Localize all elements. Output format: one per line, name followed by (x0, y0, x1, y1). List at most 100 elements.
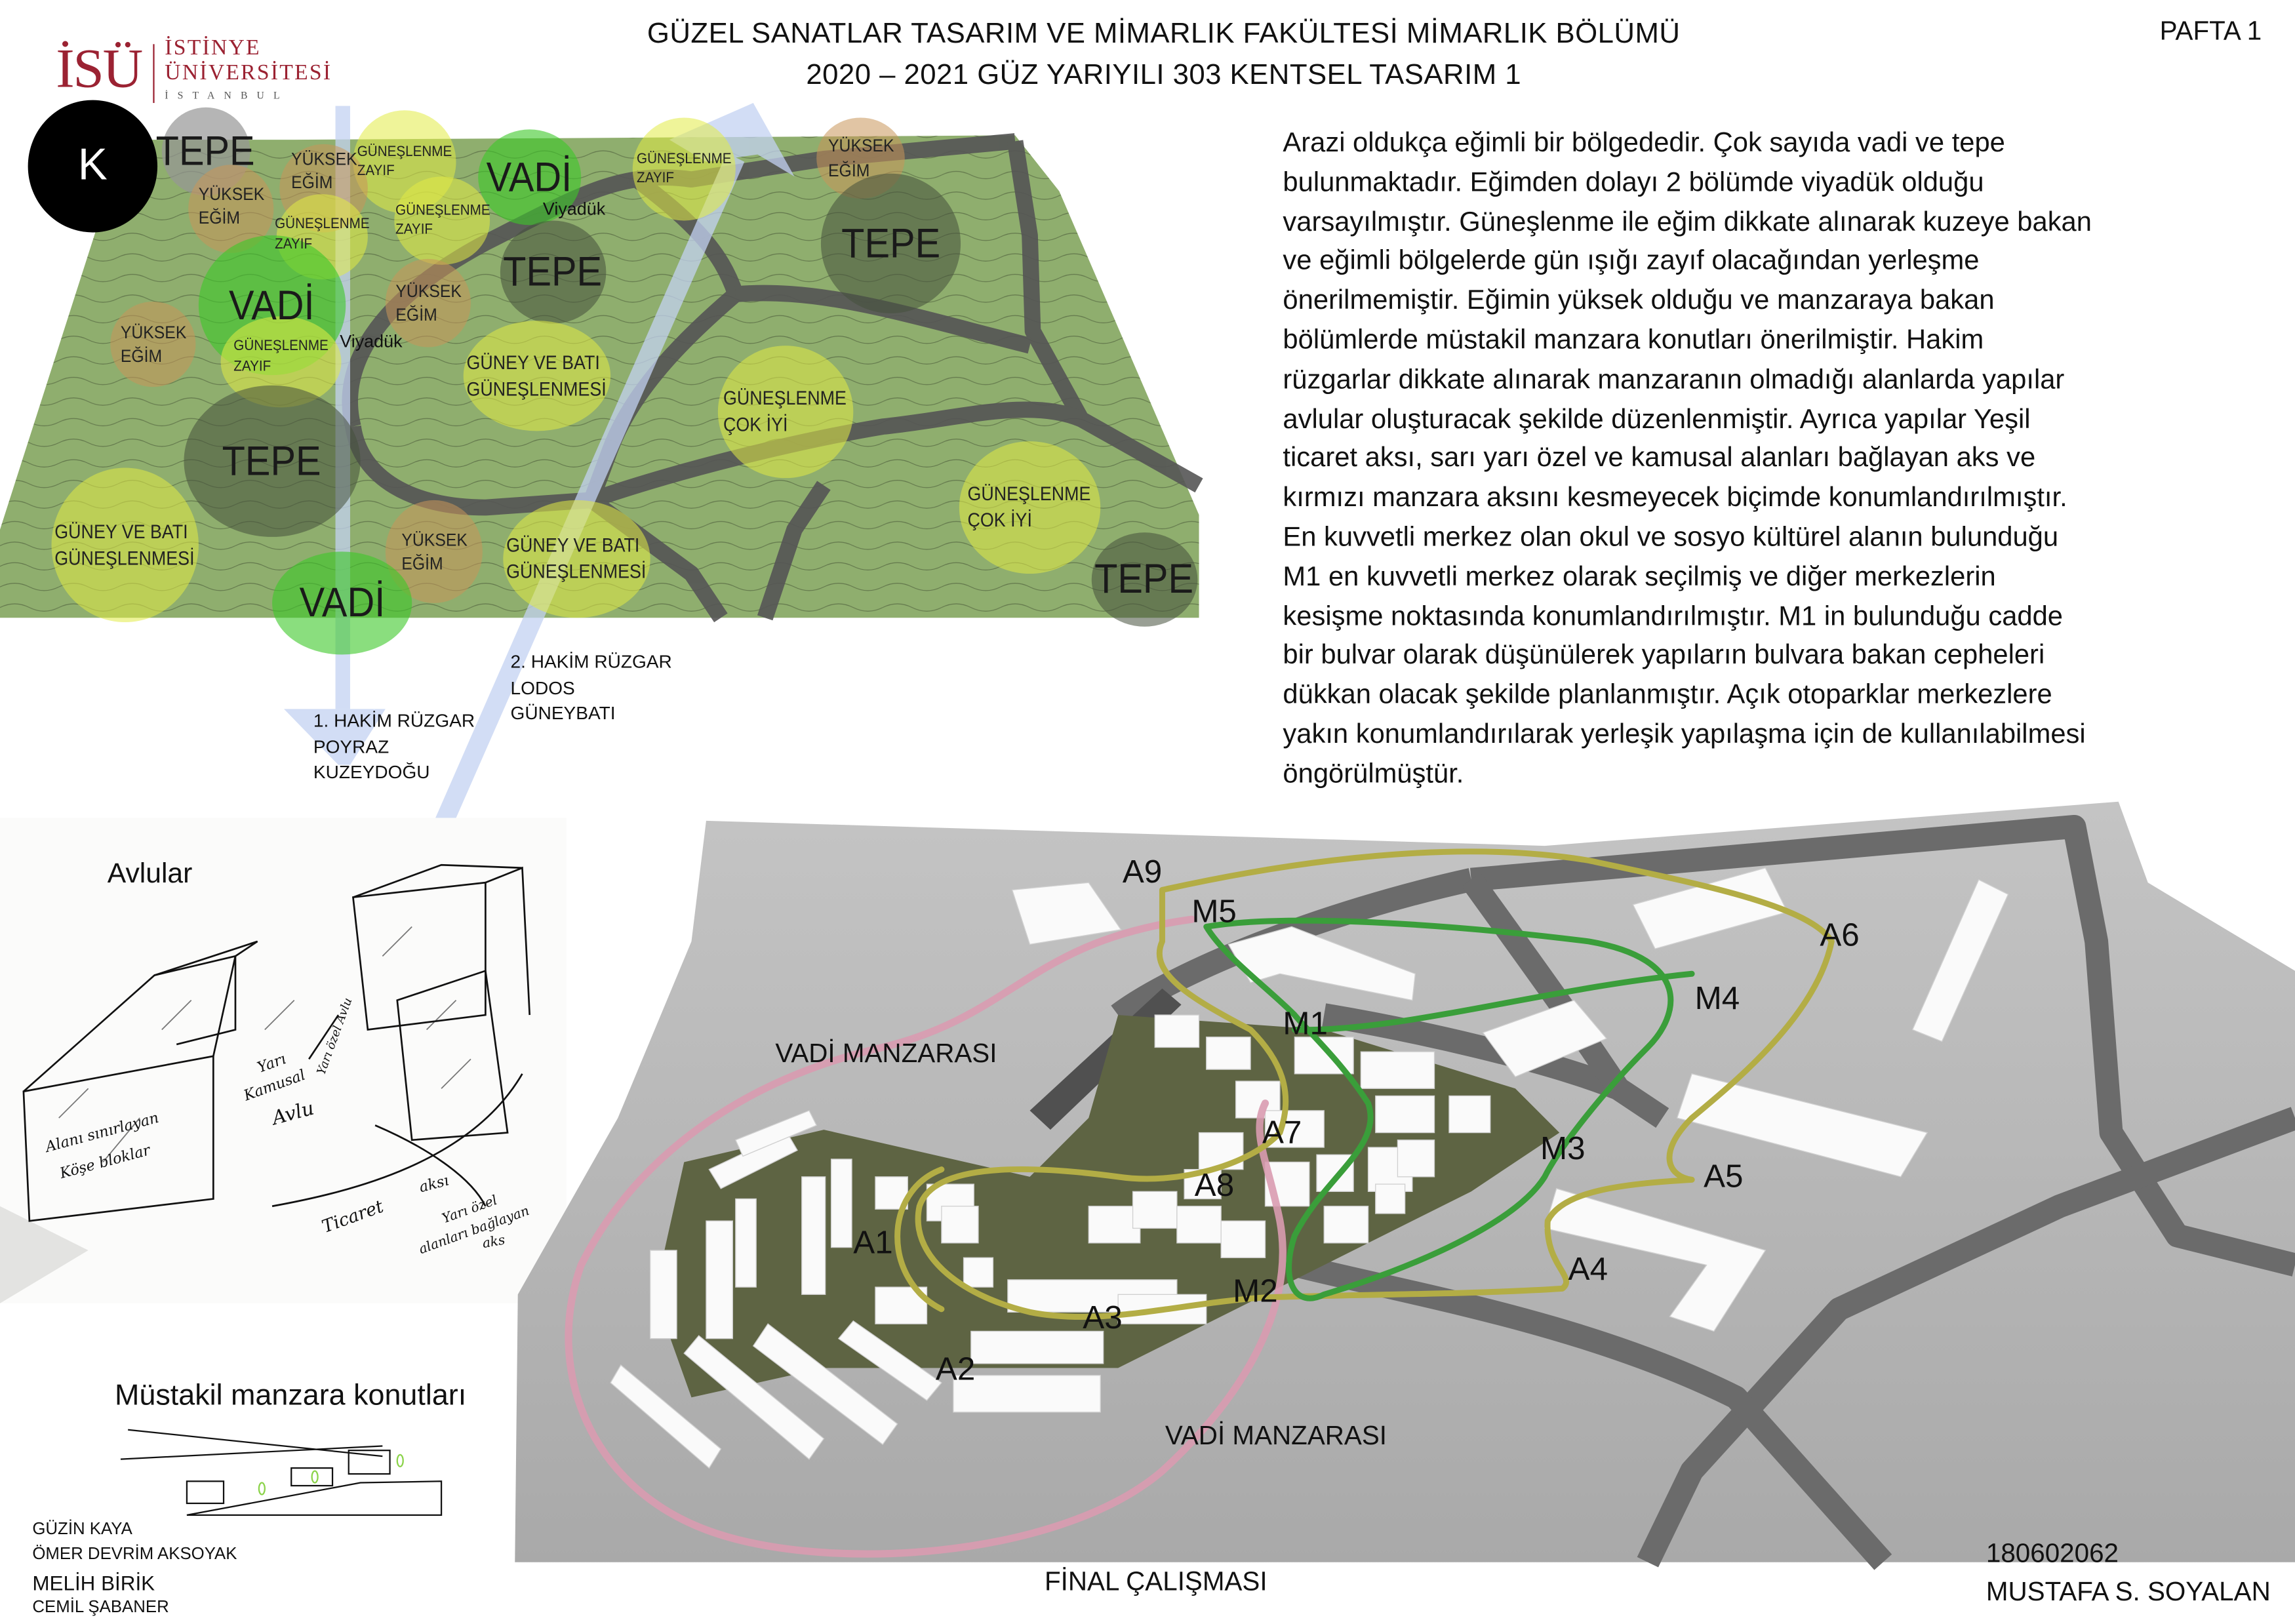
zone-tepe: TEPE (184, 385, 361, 537)
team-member: ÖMER DEVRİM AKSOYAK (32, 1546, 237, 1564)
zone-label: YÜKSEK EĞİM (828, 136, 894, 180)
wind-arrow-lodos (435, 153, 745, 818)
title-line-2: 2020 – 2021 GÜZ YARIYILI 303 KENTSEL TAS… (806, 58, 1521, 92)
viaduct-label: Viyadük (340, 330, 403, 352)
description-line: yakın konumlandırılarak yerleşik yapılaş… (1283, 717, 2086, 749)
zone-tepe: TEPE (500, 220, 607, 324)
zone-guney-bati: GÜNEY VE BATI GÜNEŞLENMESİ (51, 467, 199, 623)
zone-label: VADİ (229, 281, 315, 328)
label-m4: M4 (1694, 980, 1740, 1017)
description-line: ticaret aksı, sarı yarı özel ve kamusal … (1283, 441, 2036, 473)
zone-label: YÜKSEK EĞİM (401, 529, 468, 574)
section-title: Müstakil manzara konutları (115, 1379, 467, 1412)
student-id: 180602062 (1986, 1538, 2119, 1568)
description-line: avlular oluşturacak şekilde düzenlenmişt… (1283, 402, 2031, 433)
label-a9: A9 (1122, 853, 1163, 890)
view-label-valley-bottom: VADİ MANZARASI (1165, 1421, 1387, 1451)
zone-gunes-cok-iyi: GÜNEŞLENME ÇOK İYİ (959, 441, 1101, 574)
zone-label: GÜNEŞLENME ÇOK İYİ (968, 483, 1092, 531)
description-line: bulunmaktadır. Eğimden dolayı 2 bölümde … (1283, 166, 1984, 197)
zone-gunes-zayif: GÜNEŞLENME ZAYIF (394, 176, 490, 265)
zone-gunes-zayif: GÜNEŞLENME ZAYIF (632, 117, 736, 221)
label-a5: A5 (1704, 1157, 1744, 1195)
zone-label: YÜKSEK EĞİM (290, 148, 357, 193)
label-a1: A1 (853, 1223, 893, 1261)
description-line: öngörülmüştür. (1283, 757, 1464, 789)
description-line: rüzgarlar dikkate alınarak manzaranın ol… (1283, 363, 2065, 394)
wind-arrow-poyraz-head (284, 709, 386, 765)
logo-city: İSTANBUL (165, 89, 289, 102)
description-line: Arazi oldukça eğimli bir bölgededir. Çok… (1283, 126, 2005, 158)
label-a7: A7 (1262, 1113, 1302, 1151)
label-m3: M3 (1540, 1130, 1586, 1167)
description-line: En kuvvetli merkez olan okul ve sosyo kü… (1283, 521, 2059, 552)
description-line: kırmızı manzara aksını kesmeyecek biçimd… (1283, 481, 2067, 513)
wind-label-poyraz: 1. HAKİM RÜZGAR POYRAZ KUZEYDOĞU (313, 710, 475, 783)
label-a4: A4 (1568, 1250, 1608, 1288)
description-line: M1 en kuvvetli merkez olarak seçilmiş ve… (1283, 560, 1996, 591)
logo-divider (153, 44, 155, 104)
zone-label: GÜNEŞLENME ZAYIF (357, 143, 452, 180)
zone-label: GÜNEŞLENME ZAYIF (394, 202, 490, 239)
label-a2: A2 (935, 1350, 976, 1387)
zone-label: VADİ (487, 153, 573, 200)
team-member: CEMİL ŞABANER (32, 1598, 169, 1617)
description-line: ve eğimli bölgelerde gün ışığı zayıf ola… (1283, 245, 1980, 276)
label-m1: M1 (1283, 1004, 1328, 1042)
zone-label: TEPE (222, 437, 322, 484)
zone-label: GÜNEŞLENME ZAYIF (275, 216, 370, 252)
sketch-title: Avlular (107, 859, 193, 890)
axis-loops (565, 848, 1835, 1558)
zone-guney-bati: GÜNEY VE BATI GÜNEŞLENMESİ (463, 321, 611, 431)
zone-label: GÜNEY VE BATI GÜNEŞLENMESİ (55, 521, 195, 569)
zone-label: YÜKSEK EĞİM (197, 184, 264, 229)
model-buildings (610, 867, 2009, 1469)
label-m2: M2 (1233, 1272, 1278, 1309)
logo-line-2: ÜNİVERSİTESİ (165, 62, 332, 86)
zone-vadi: VADİ (272, 551, 412, 655)
north-compass-icon: K (28, 100, 158, 233)
wind-label-lodos: 2. HAKİM RÜZGAR LODOS GÜNEYBATI (510, 651, 672, 724)
section-drawing (120, 1429, 443, 1516)
zone-tepe: TEPE (820, 173, 961, 313)
logo-line-1: İSTİNYE (165, 37, 261, 60)
description-line: dükkan olacak şekilde planlanmıştır. Açı… (1283, 678, 2052, 709)
zone-tepe: TEPE (1091, 532, 1198, 627)
zone-label: TEPE (841, 220, 940, 266)
commerce-axis-green (1203, 917, 1674, 1301)
site-model (515, 801, 2295, 1570)
courtyard-sketch (0, 818, 567, 1303)
zone-gunes-cok-iyi: GÜNEŞLENME ÇOK İYİ (717, 346, 854, 479)
team-member: GÜZİN KAYA (32, 1520, 132, 1539)
team-member: MELİH BİRİK (32, 1571, 155, 1595)
label-a6: A6 (1820, 916, 1860, 953)
zone-label: GÜNEŞLENME ZAYIF (233, 338, 329, 374)
viaduct-label: Viyadük (542, 198, 606, 220)
zone-label: TEPE (504, 248, 603, 294)
label-a8: A8 (1194, 1166, 1235, 1204)
zone-label: GÜNEY VE BATI GÜNEŞLENMESİ (506, 534, 647, 583)
zone-label: GÜNEY VE BATI GÜNEŞLENMESİ (467, 351, 607, 400)
student-name: MUSTAFA S. SOYALAN (1986, 1577, 2271, 1607)
description-paragraph: Arazi oldukça eğimli bir bölgededir. Çok… (1283, 123, 2092, 793)
zone-label: GÜNEŞLENME ZAYIF (637, 150, 732, 187)
zone-label: TEPE (156, 128, 256, 174)
zone-label: YÜKSEK EĞİM (120, 321, 186, 366)
description-line: kesişme noktasında konumlandırılmıştır. … (1283, 599, 2064, 631)
final-caption: FİNAL ÇALIŞMASI (1044, 1566, 1267, 1596)
title-line-1: GÜZEL SANATLAR TASARIM VE MİMARLIK FAKÜL… (647, 17, 1681, 50)
view-axis-pink (565, 915, 1287, 1558)
zone-label: YÜKSEK EĞİM (395, 281, 462, 325)
label-a3: A3 (1083, 1299, 1123, 1336)
description-line: önerilmemiştir. Eğimin yüksek olduğu ve … (1283, 284, 1995, 315)
zone-label: GÜNEŞLENME ÇOK İYİ (724, 387, 848, 436)
zone-guney-bati: GÜNEY VE BATI GÜNEŞLENMESİ (503, 500, 650, 618)
zone-label: VADİ (299, 580, 385, 625)
semi-private-axis-olive (915, 848, 1835, 1320)
logo-mark: İSÜ (56, 38, 143, 100)
description-line: bir bulvar olarak düşünülerek yapıların … (1283, 639, 2045, 670)
zone-label: TEPE (1095, 556, 1195, 602)
description-line: varsayılmıştır. Güneşlenme ile eğim dikk… (1283, 205, 2092, 237)
sheet-number: PAFTA 1 (2159, 16, 2262, 46)
